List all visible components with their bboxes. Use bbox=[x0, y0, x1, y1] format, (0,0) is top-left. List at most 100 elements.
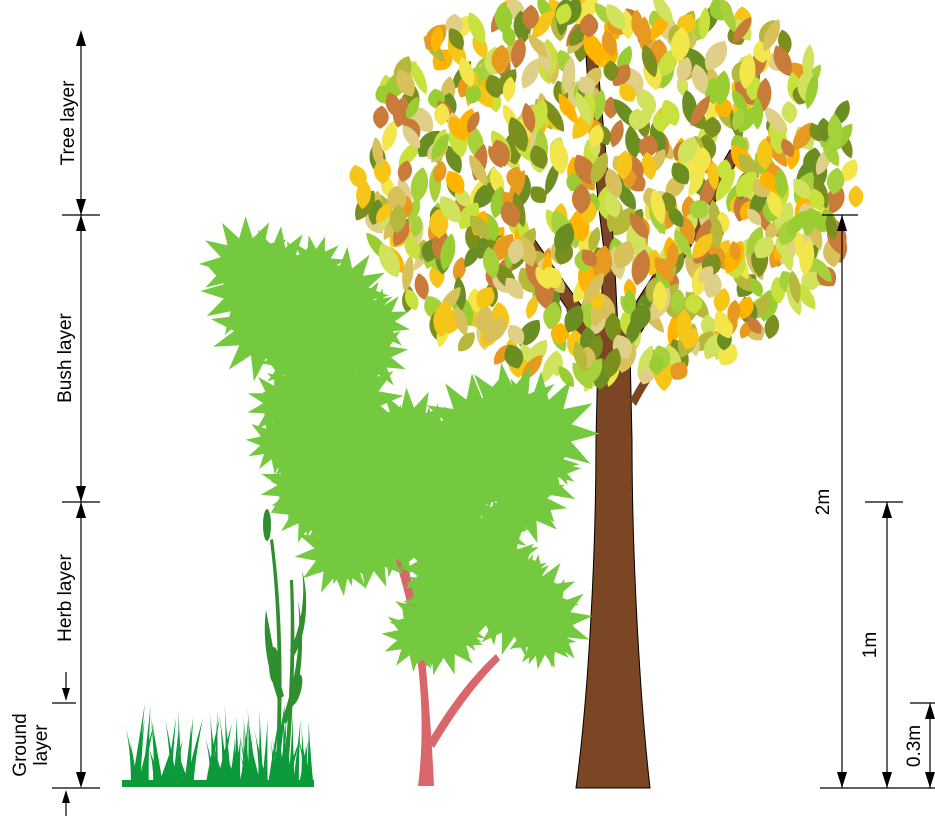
tree-leaf bbox=[603, 60, 619, 82]
tree-leaf bbox=[713, 288, 730, 313]
bush-leaf-cluster bbox=[422, 373, 532, 484]
arrow-up-icon bbox=[76, 502, 86, 518]
grass-blade bbox=[288, 713, 295, 782]
tree-leaf bbox=[826, 167, 845, 195]
tree-leaf bbox=[518, 236, 537, 267]
tree-leaf bbox=[691, 63, 709, 95]
tree-leaf bbox=[448, 116, 468, 141]
grass-blade bbox=[285, 729, 293, 782]
tree-leaf bbox=[603, 347, 621, 379]
tree-leaf bbox=[638, 345, 654, 373]
tree-leaf bbox=[448, 28, 464, 50]
tree-leaf bbox=[764, 107, 786, 133]
cattail-head bbox=[263, 509, 271, 541]
bush-leaf-cluster bbox=[405, 550, 466, 610]
tree-leaf bbox=[373, 105, 389, 129]
bush-leaf-cluster bbox=[379, 427, 459, 507]
tree bbox=[349, 0, 864, 789]
herb-stem bbox=[284, 580, 295, 770]
tree-leaf bbox=[575, 91, 592, 126]
tree-leaf bbox=[405, 288, 419, 311]
tree-leaf bbox=[732, 90, 748, 113]
tree-leaf bbox=[692, 233, 713, 259]
tree-leaf bbox=[512, 191, 526, 228]
arrow-up-icon bbox=[925, 703, 935, 719]
tree-leaf bbox=[822, 139, 840, 167]
herb-leaf bbox=[290, 570, 307, 656]
height-label-0-3m: 0.3m bbox=[904, 725, 925, 767]
tree-leaf bbox=[494, 2, 513, 35]
tree-leaf bbox=[670, 27, 690, 63]
bush-leaf-cluster bbox=[298, 246, 390, 338]
tree-leaf bbox=[372, 137, 384, 168]
tree-leaf bbox=[802, 207, 816, 237]
tree-leaf bbox=[404, 236, 420, 260]
bush-leaf-cluster bbox=[301, 350, 404, 454]
tree-leaf bbox=[522, 102, 536, 133]
tree-leaf bbox=[668, 206, 684, 228]
herb-layer-label: Herb layer bbox=[55, 554, 76, 642]
grass-blade bbox=[129, 735, 138, 782]
tree-leaf bbox=[736, 171, 757, 197]
tree-leaf bbox=[411, 60, 427, 95]
tree-leaf bbox=[505, 277, 524, 299]
tree-leaf bbox=[756, 138, 773, 170]
grass-blade bbox=[132, 703, 145, 782]
grass-blade bbox=[270, 739, 277, 782]
layer-scale bbox=[52, 34, 100, 816]
bush-leaf-cluster bbox=[341, 288, 410, 357]
grass-blade bbox=[159, 739, 176, 782]
tree-leaf bbox=[396, 69, 415, 97]
tree-leaf bbox=[530, 145, 548, 169]
tree-foliage bbox=[349, 0, 864, 392]
tree-leaf bbox=[813, 175, 829, 209]
tree-leaf bbox=[676, 308, 692, 345]
tree-leaf bbox=[458, 57, 475, 88]
tree-leaf bbox=[717, 159, 732, 181]
tree-leaf bbox=[405, 96, 420, 120]
tree-leaf bbox=[619, 83, 636, 102]
tree-leaf bbox=[550, 322, 570, 345]
tree-leaf bbox=[488, 145, 503, 168]
grass-blade bbox=[262, 719, 268, 782]
cattail-head bbox=[269, 647, 279, 683]
tree-leaf bbox=[454, 306, 468, 336]
bush-leaf-cluster bbox=[200, 241, 302, 343]
tree-leaf bbox=[805, 72, 819, 110]
tree-leaf bbox=[604, 312, 622, 342]
tree-leaf bbox=[732, 108, 744, 131]
tree-leaf bbox=[445, 145, 462, 174]
tree-leaf bbox=[485, 74, 503, 99]
tree-leaf bbox=[661, 99, 680, 126]
tree-leaf bbox=[535, 266, 550, 290]
tree-leaf bbox=[676, 56, 692, 83]
ground-strip bbox=[122, 780, 314, 787]
herb-plant bbox=[263, 509, 307, 770]
tree-leaf bbox=[703, 116, 722, 139]
tree-leaf bbox=[630, 303, 651, 332]
bush-leaf-cluster bbox=[477, 576, 541, 640]
tree-leaf bbox=[764, 314, 780, 340]
grass-blade bbox=[206, 716, 220, 782]
tree-leaf bbox=[429, 208, 449, 239]
tree-leaf bbox=[674, 229, 692, 259]
grass-blade bbox=[166, 732, 177, 782]
tree-leaf bbox=[799, 238, 815, 276]
tree-leaf bbox=[562, 56, 576, 94]
arrow-down-icon bbox=[76, 772, 86, 788]
tree-leaf bbox=[670, 289, 685, 314]
tree-leaf bbox=[781, 100, 798, 124]
bush-leaf-cluster bbox=[289, 366, 346, 423]
tree-leaf bbox=[430, 25, 444, 53]
tree-leaf bbox=[504, 344, 524, 369]
tree-leaf bbox=[754, 293, 770, 318]
tree-leaf bbox=[549, 139, 569, 175]
tree-leaf bbox=[387, 185, 407, 213]
tree-leaf bbox=[588, 124, 604, 148]
bush-layer-label: Bush layer bbox=[55, 312, 76, 402]
bush-leaf-cluster bbox=[446, 556, 535, 646]
tree-leaf bbox=[434, 103, 450, 126]
bush-leaf-cluster bbox=[427, 429, 508, 510]
tree-leaf bbox=[558, 92, 578, 125]
tree-leaf bbox=[727, 299, 741, 325]
